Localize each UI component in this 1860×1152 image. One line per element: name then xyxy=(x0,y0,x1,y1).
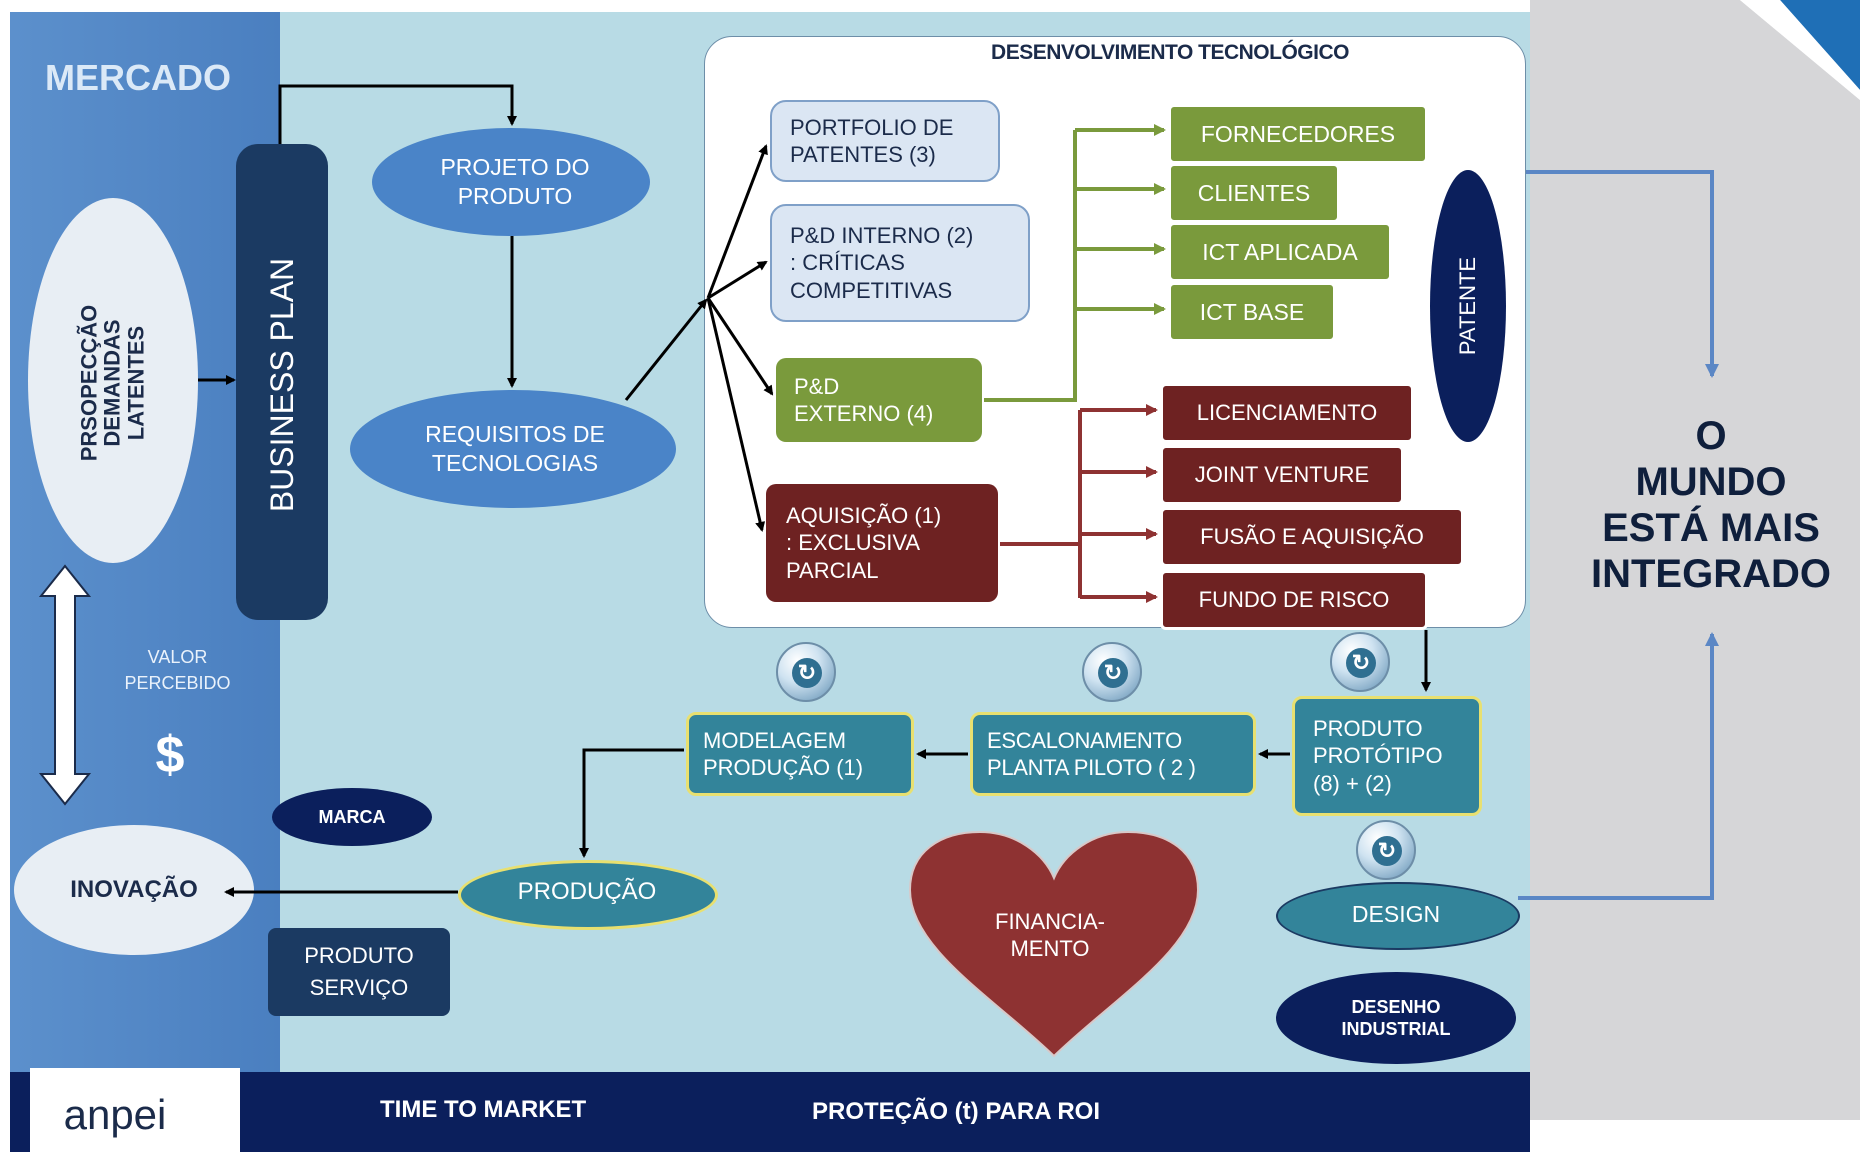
step-icon-scaling: ↻ xyxy=(1082,642,1142,702)
logo-box xyxy=(30,1068,240,1152)
design-ellipse xyxy=(1276,882,1520,950)
scaling-box: ESCALONAMENTO PLANTA PILOTO ( 2 ) xyxy=(970,712,1256,796)
product-service-box: PRODUTO SERVIÇO xyxy=(268,928,450,1016)
value-perceived-label: VALOR PERCEBIDO xyxy=(124,646,231,693)
requirements-label: REQUISITOS DE TECNOLOGIAS xyxy=(425,421,605,476)
prospection-ellipse xyxy=(28,198,198,563)
patent-ellipse xyxy=(1430,170,1506,442)
right-panel-background xyxy=(1530,0,1860,1120)
patent-portfolio-box: PORTFOLIO DE PATENTES (3) xyxy=(770,100,1000,182)
production-label: PRODUÇÃO xyxy=(517,878,657,905)
acquisition-box: AQUISIÇÃO (1) : EXCLUSIVA PARCIAL xyxy=(766,484,998,602)
innovation-ellipse xyxy=(14,825,254,955)
brand-ellipse xyxy=(272,788,432,846)
base-ict-box: ICT BASE xyxy=(1168,282,1336,342)
currency-symbol: $ xyxy=(155,725,185,784)
innovation-label: INOVAÇÃO xyxy=(70,876,198,903)
brand-label: MARCA xyxy=(318,806,386,827)
step-icon-design: ↻ xyxy=(1356,820,1416,880)
requirements-ellipse xyxy=(350,390,676,508)
financing-heart xyxy=(908,830,1200,1058)
licensing-box: LICENCIAMENTO xyxy=(1160,383,1414,443)
merger-acquisition-box: FUSÃO E AQUISIÇÃO xyxy=(1160,507,1464,567)
footer-bar xyxy=(10,1072,1530,1152)
external-rd-box: P&D EXTERNO (4) xyxy=(776,358,982,442)
protection-roi-label: PROTEÇÃO (t) PARA ROI xyxy=(812,1098,1100,1125)
suppliers-box: FORNECEDORES xyxy=(1168,104,1428,164)
modeling-box: MODELAGEM PRODUÇÃO (1) xyxy=(686,712,914,796)
anpei-logo: anpei xyxy=(63,1090,167,1138)
prototype-box: PRODUTO PROTÓTIPO (8) + (2) xyxy=(1292,696,1482,816)
design-label: DESIGN xyxy=(1351,900,1441,927)
step-icon-prototype: ↻ xyxy=(1330,632,1390,692)
double-arrow-icon xyxy=(38,564,92,806)
joint-venture-box: JOINT VENTURE xyxy=(1160,445,1404,505)
financing-label: FINANCIA- MENTO xyxy=(995,908,1105,962)
risk-fund-box: FUNDO DE RISCO xyxy=(1160,570,1428,630)
step-icon-modeling: ↻ xyxy=(776,642,836,702)
applied-ict-box: ICT APLICADA xyxy=(1168,222,1392,282)
business-plan-bar xyxy=(236,144,328,620)
project-ellipse xyxy=(372,128,650,236)
industrial-design-label: DESENHO INDUSTRIAL xyxy=(1341,996,1451,1040)
world-integrated-text: O MUNDO ESTÁ MAIS INTEGRADO xyxy=(1591,414,1831,596)
industrial-design-ellipse xyxy=(1276,972,1516,1064)
market-title: MERCADO xyxy=(45,56,231,98)
tech-dev-title: DESENVOLVIMENTO TECNOLÓGICO xyxy=(991,40,1349,64)
time-to-market-label: TIME TO MARKET xyxy=(380,1096,587,1123)
production-ellipse xyxy=(458,860,718,930)
project-label: PROJETO DO PRODUTO xyxy=(440,154,590,209)
internal-rd-box: P&D INTERNO (2) : CRÍTICAS COMPETITIVAS xyxy=(770,204,1030,322)
clients-box: CLIENTES xyxy=(1168,163,1340,223)
